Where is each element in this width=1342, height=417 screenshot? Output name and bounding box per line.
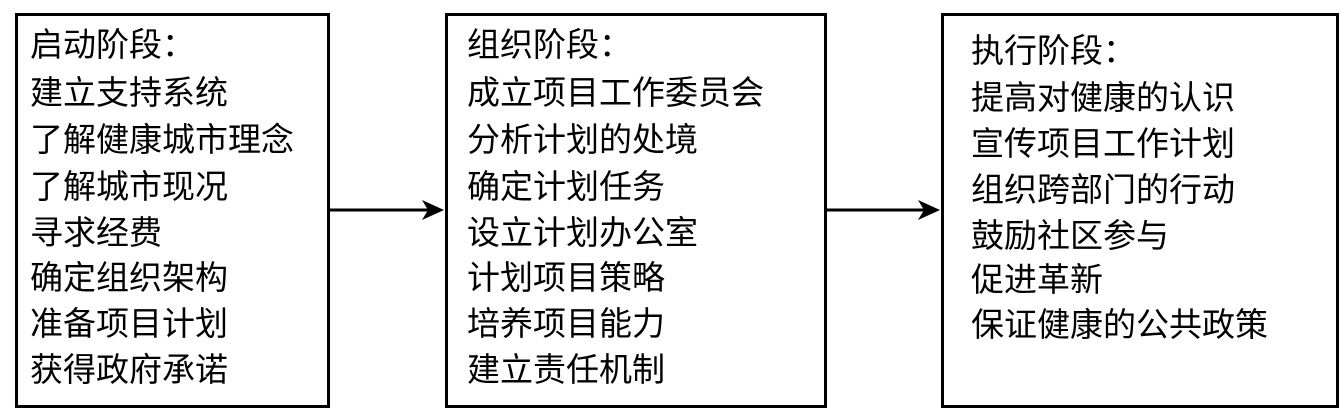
- stage-item: 寻求经费: [30, 213, 162, 252]
- stage-item: 确定组织架构: [30, 258, 228, 297]
- stage-item: 计划项目策略: [467, 258, 665, 297]
- stage-box-exec: [941, 13, 1339, 408]
- stage-item: 确定计划任务: [467, 167, 665, 206]
- stage-item: 保证健康的公共政策: [971, 305, 1268, 344]
- stage-item: 准备项目计划: [30, 304, 228, 343]
- stage-box-org: [445, 13, 827, 408]
- stage-item: 建立责任机制: [467, 350, 665, 389]
- stage-box-start: [15, 13, 330, 408]
- flow-arrowhead-icon: [918, 200, 940, 220]
- stage-item: 鼓励社区参与: [971, 216, 1169, 255]
- stage-item: 设立计划办公室: [467, 213, 698, 252]
- stage-item: 组织跨部门的行动: [971, 170, 1235, 209]
- stage-item: 分析计划的处境: [467, 120, 698, 159]
- stage-title-exec: 执行阶段：: [971, 31, 1136, 70]
- stage-title-org: 组织阶段：: [467, 25, 632, 64]
- stage-item: 促进革新: [971, 260, 1103, 299]
- flow-arrowhead-icon: [422, 200, 444, 220]
- stage-item: 培养项目能力: [467, 304, 665, 343]
- stage-item: 成立项目工作委员会: [467, 73, 764, 112]
- stage-item: 建立支持系统: [30, 73, 228, 112]
- stage-item: 获得政府承诺: [30, 350, 228, 389]
- stage-item: 了解城市现况: [30, 167, 228, 206]
- stage-title-start: 启动阶段：: [30, 25, 195, 64]
- stage-item: 了解健康城市理念: [30, 120, 294, 159]
- stage-item: 提高对健康的认识: [971, 78, 1235, 117]
- stage-item: 宣传项目工作计划: [971, 124, 1235, 163]
